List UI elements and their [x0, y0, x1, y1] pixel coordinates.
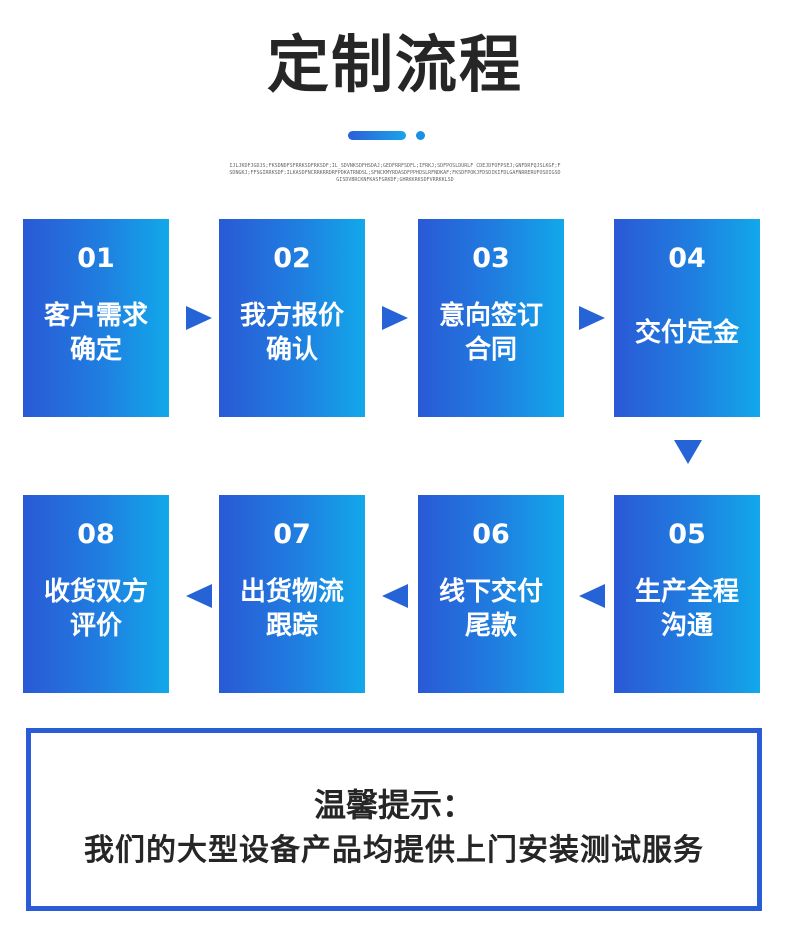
title-underline-bar: [348, 131, 406, 140]
step-label: 我方报价 确认: [239, 301, 344, 365]
step-card-01: 01 客户需求 确定: [23, 219, 169, 417]
step-number: 03: [472, 243, 510, 274]
arrow-left-icon: [579, 584, 605, 608]
step-card-04: 04 交付定金: [614, 219, 760, 417]
step-number: 06: [472, 519, 510, 550]
step-label: 出货物流 跟踪: [239, 577, 344, 641]
step-card-08: 08 收货双方 评价: [23, 495, 169, 693]
page-title: 定制流程: [266, 28, 523, 101]
step-number: 07: [273, 519, 311, 550]
step-number: 01: [77, 243, 115, 274]
step-label: 意向签订 合同: [438, 301, 543, 365]
step-card-03: 03 意向签订 合同: [418, 219, 564, 417]
step-number: 08: [77, 519, 115, 550]
step-label: 线下交付 尾款: [438, 577, 543, 641]
step-card-07: 07 出货物流 跟踪: [219, 495, 365, 693]
notice-title: 温馨提示：: [313, 786, 474, 824]
step-number: 05: [668, 519, 706, 550]
arrow-left-icon: [186, 584, 212, 608]
step-label: 生产全程 沟通: [634, 577, 739, 641]
step-number: 04: [668, 243, 706, 274]
arrow-down-icon: [674, 440, 702, 464]
arrow-left-icon: [382, 584, 408, 608]
notice-box: 温馨提示： 我们的大型设备产品均提供上门安装测试服务: [26, 728, 762, 911]
title-underline-dot: [416, 131, 425, 140]
step-number: 02: [273, 243, 311, 274]
notice-text: 我们的大型设备产品均提供上门安装测试服务: [84, 833, 704, 868]
step-card-05: 05 生产全程 沟通: [614, 495, 760, 693]
step-card-02: 02 我方报价 确认: [219, 219, 365, 417]
step-label: 收货双方 评价: [43, 577, 148, 641]
step-label: 交付定金: [634, 318, 739, 348]
step-card-06: 06 线下交付 尾款: [418, 495, 564, 693]
arrow-right-icon: [382, 306, 408, 330]
step-label: 客户需求 确定: [43, 301, 148, 365]
decorative-tiny-text: IJLJKDFJGDJS;FKSDNDFSFRRKSDFRKSDF;IL_SDV…: [229, 163, 561, 183]
arrow-right-icon: [186, 306, 212, 330]
arrow-right-icon: [579, 306, 605, 330]
